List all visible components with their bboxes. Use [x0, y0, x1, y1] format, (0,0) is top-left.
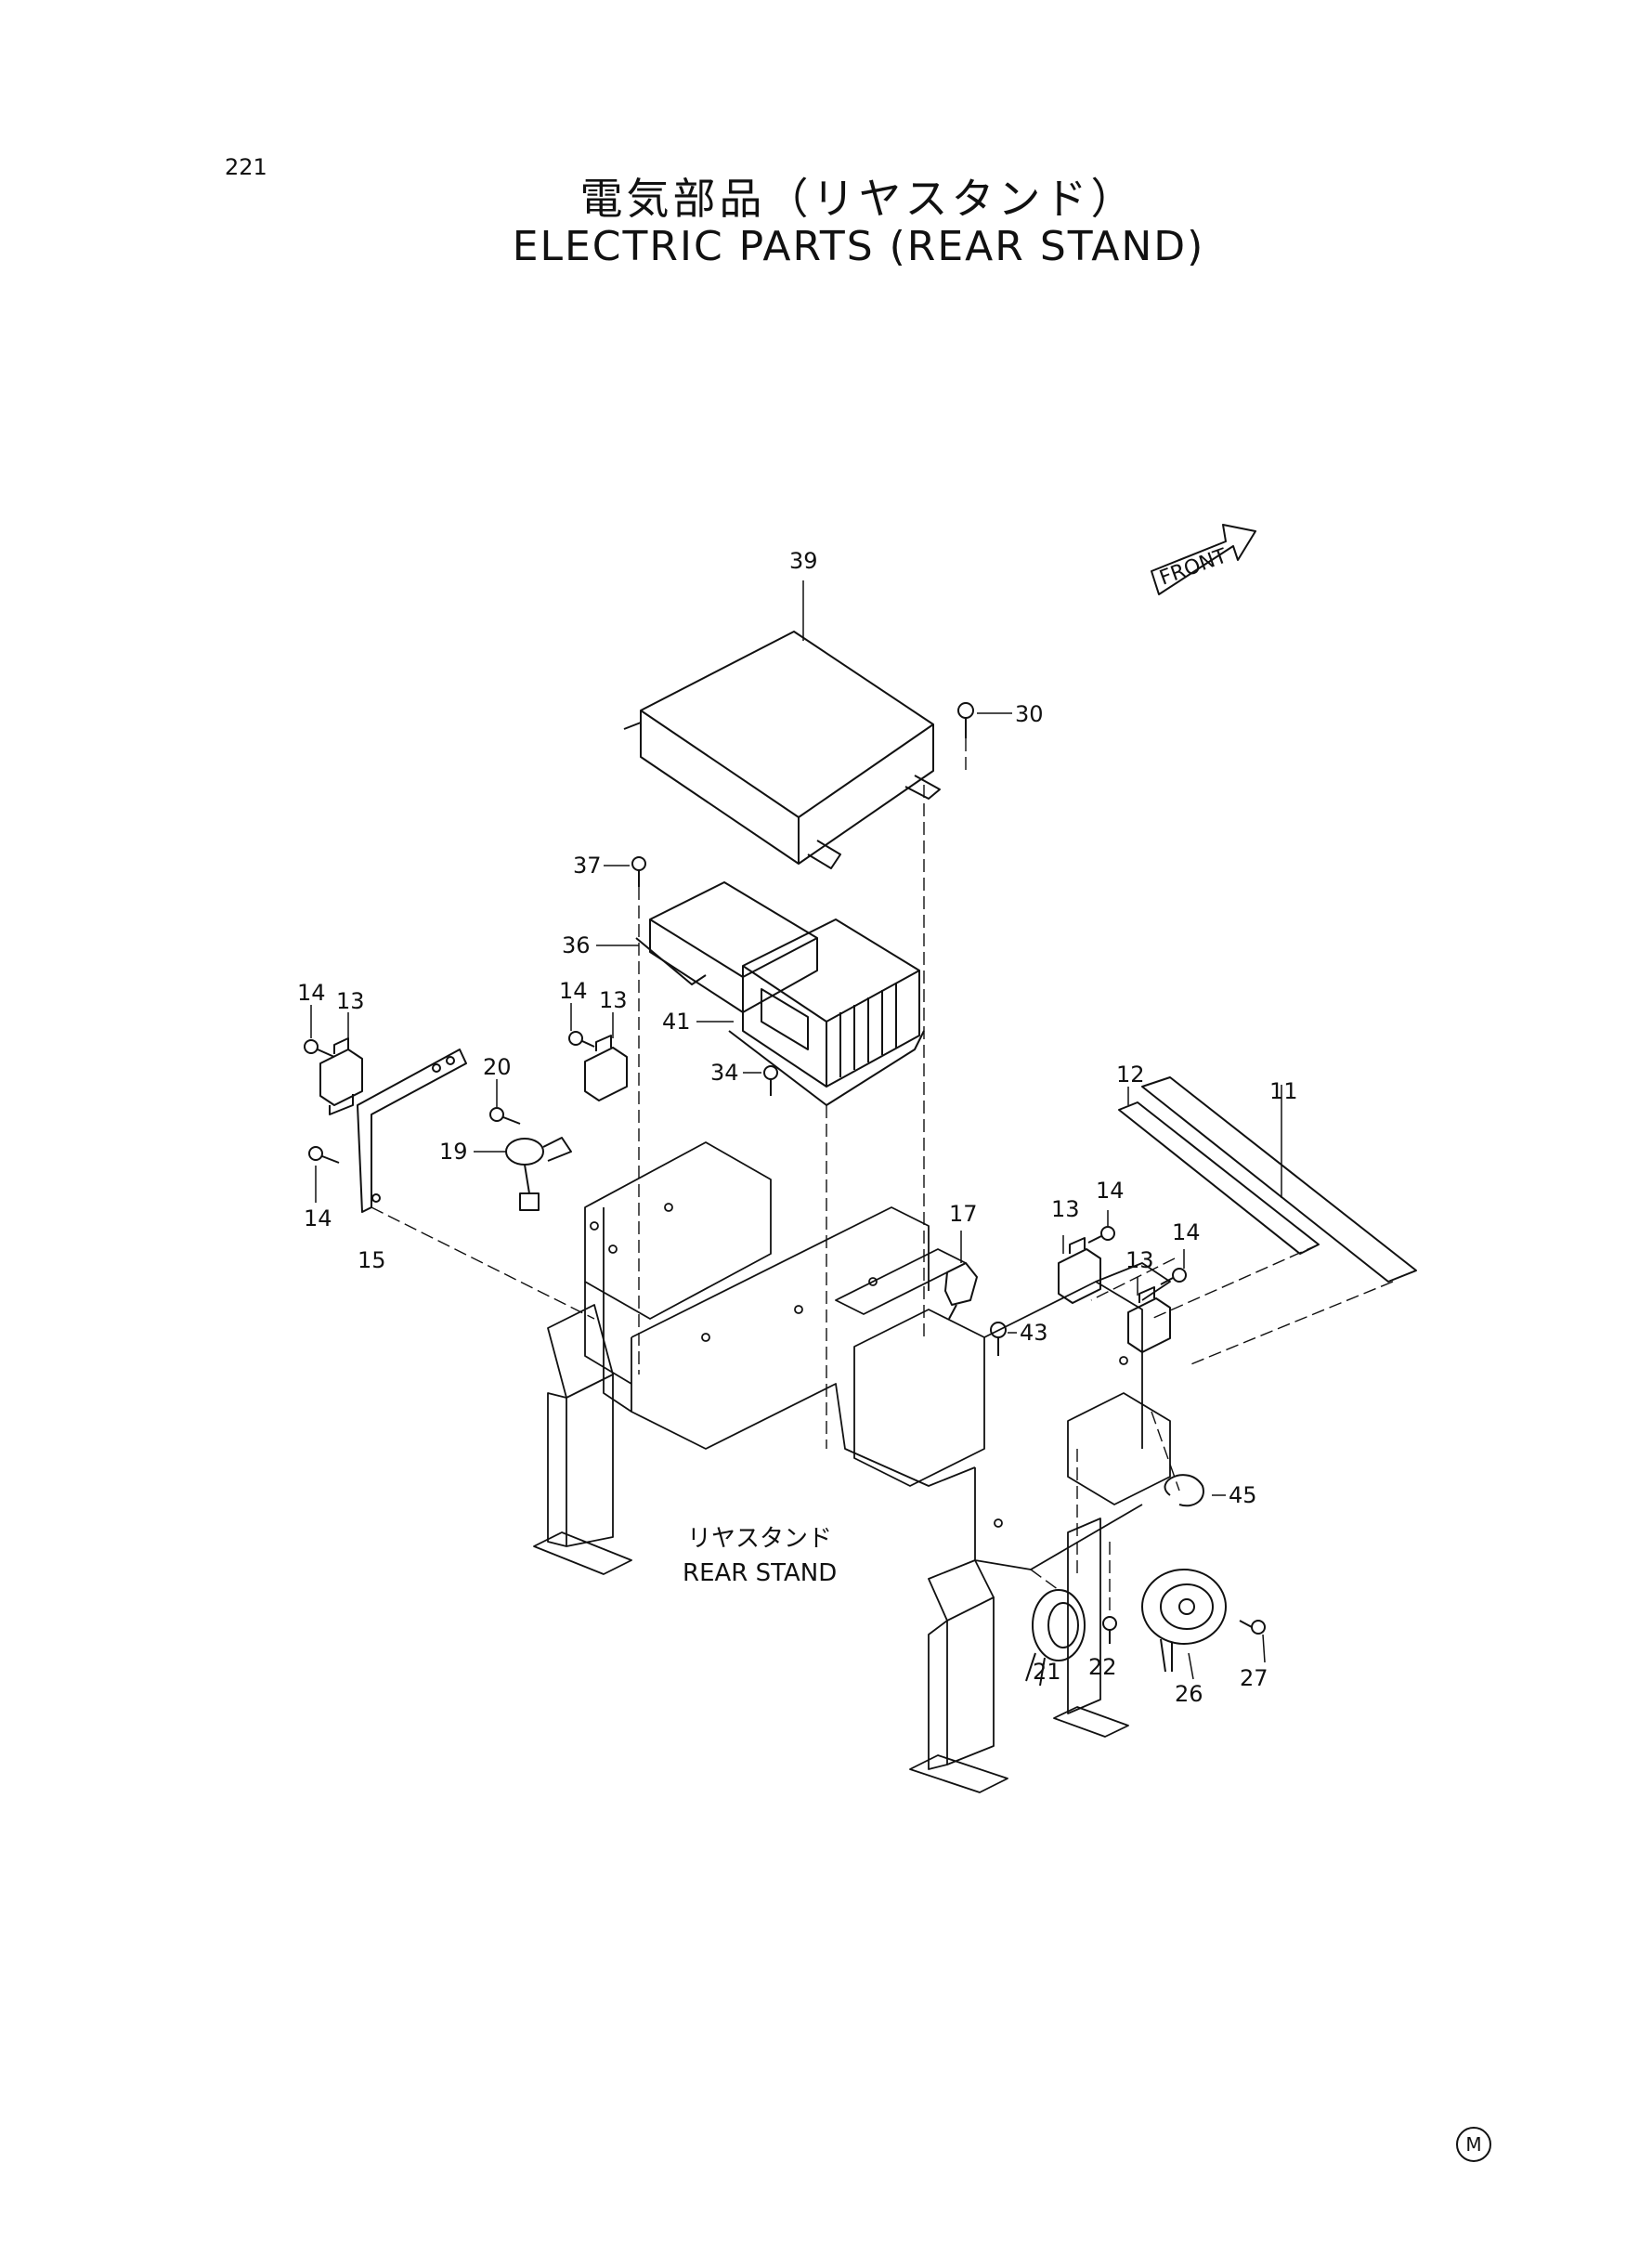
- horn-26: [1141, 1569, 1227, 1673]
- plate-11: [1141, 1076, 1417, 1283]
- screw-30: [957, 702, 974, 738]
- part-label-43: 43: [1020, 1320, 1048, 1346]
- part-label-14-b: 14: [559, 978, 588, 1004]
- page-title-english: ELECTRIC PARTS (REAR STAND): [512, 223, 1205, 270]
- part-label-19: 19: [439, 1139, 468, 1165]
- screw-34: [763, 1065, 778, 1096]
- screw-14-middle: [568, 1031, 595, 1048]
- part-label-37: 37: [573, 853, 602, 879]
- relay-13-right-upper: [1058, 1237, 1101, 1304]
- controller-unit-41: [728, 919, 925, 1106]
- screw-14-right-lower: [1160, 1268, 1187, 1285]
- part-label-20: 20: [483, 1054, 512, 1080]
- screw-27: [1239, 1620, 1266, 1635]
- leader-lines: [310, 580, 1282, 1680]
- relay-13-middle: [584, 1035, 628, 1101]
- bracket-plate-15: [357, 1049, 467, 1213]
- part-label-36: 36: [562, 932, 591, 958]
- page-number: 221: [225, 154, 267, 180]
- part-label-14-d: 14: [1096, 1178, 1125, 1204]
- page-title-japanese: 電気部品（リヤスタンド）: [579, 174, 1138, 224]
- part-label-27: 27: [1240, 1665, 1268, 1691]
- part-label-11: 11: [1269, 1078, 1298, 1104]
- part-label-22: 22: [1088, 1654, 1117, 1680]
- part-label-30: 30: [1015, 701, 1044, 727]
- part-label-13-b: 13: [599, 987, 628, 1013]
- part-label-17: 17: [949, 1201, 978, 1227]
- part-label-39: 39: [789, 548, 818, 574]
- plate-12: [1118, 1101, 1320, 1255]
- relay-13-right-lower: [1127, 1286, 1171, 1353]
- part-label-34: 34: [710, 1060, 739, 1086]
- screw-22: [1102, 1616, 1117, 1644]
- sensor-19: [505, 1137, 572, 1211]
- screw-14-top-left: [304, 1039, 335, 1058]
- part-label-21: 21: [1033, 1659, 1061, 1685]
- rear-stand-frame: [533, 1141, 1171, 1793]
- part-label-45: 45: [1229, 1482, 1257, 1508]
- part-label-13-a: 13: [336, 988, 365, 1014]
- screw-37: [631, 856, 646, 887]
- clip-45: [1164, 1474, 1204, 1507]
- front-arrow-icon: FRONT: [1151, 524, 1256, 595]
- controller-box-39: [623, 631, 941, 869]
- part-label-13-d: 13: [1125, 1247, 1154, 1273]
- screw-14-bottom-left: [308, 1146, 340, 1164]
- part-label-14-a: 14: [297, 980, 326, 1006]
- part-label-14-c: 14: [304, 1205, 332, 1231]
- part-label-12: 12: [1116, 1062, 1145, 1088]
- screw-20: [489, 1107, 521, 1125]
- projection-lines: [371, 738, 1394, 1616]
- part-label-26: 26: [1175, 1681, 1203, 1707]
- relay-box-36: [635, 881, 818, 1013]
- front-arrow-label: FRONT: [1157, 544, 1231, 590]
- part-label-41: 41: [662, 1009, 691, 1035]
- screw-14-right-upper: [1087, 1226, 1115, 1244]
- horn-21: [1025, 1589, 1086, 1687]
- rear-stand-label-en: REAR STAND: [683, 1559, 837, 1587]
- rear-stand-label-jp: リヤスタンド: [687, 1525, 832, 1553]
- part-label-15: 15: [358, 1247, 386, 1273]
- screw-43: [990, 1322, 1007, 1356]
- relay-13-left: [319, 1037, 363, 1115]
- part-label-14-e: 14: [1172, 1219, 1201, 1245]
- m-circle-mark: M: [1456, 2127, 1491, 2162]
- part-label-13-c: 13: [1051, 1196, 1080, 1222]
